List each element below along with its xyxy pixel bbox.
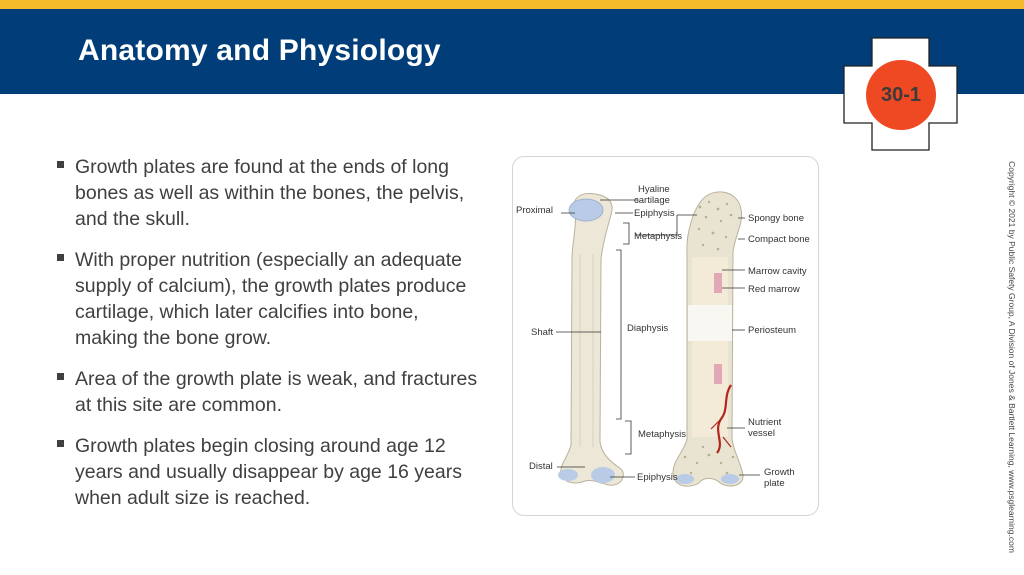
bullet-square-icon — [57, 373, 64, 380]
leader-lines — [556, 199, 760, 478]
label-proximal: Proximal — [516, 205, 553, 216]
bullet-text: Growth plates are found at the ends of l… — [75, 156, 465, 230]
whole-bone-illustration — [558, 193, 624, 486]
label-diaphysis: Diaphysis — [627, 323, 668, 334]
section-badge: 30-1 — [866, 60, 936, 130]
label-epiphysis-bottom: Epiphysis — [637, 472, 678, 483]
label-compact-bone: Compact bone — [748, 234, 810, 245]
label-growth-plate: plate — [764, 478, 785, 489]
bullet-item: Growth plates begin closing around age 1… — [57, 433, 482, 511]
label-hyaline-cartilage: Hyaline — [638, 184, 670, 195]
label-spongy-bone: Spongy bone — [748, 213, 804, 224]
label-distal: Distal — [529, 461, 553, 472]
bullet-item: Growth plates are found at the ends of l… — [57, 154, 482, 232]
label-red-marrow: Red marrow — [748, 284, 800, 295]
bullet-square-icon — [57, 254, 64, 261]
label-shaft: Shaft — [531, 327, 554, 338]
bullet-square-icon — [57, 161, 64, 168]
bullet-item: Area of the growth plate is weak, and fr… — [57, 366, 482, 418]
bullet-text: With proper nutrition (especially an ade… — [75, 249, 467, 349]
label-growth-plate: Growth — [764, 467, 795, 478]
label-nutrient-vessel: Nutrient — [748, 417, 782, 428]
label-metaphysis-bottom: Metaphysis — [638, 429, 686, 440]
label-marrow-cavity: Marrow cavity — [748, 266, 807, 277]
slide-title: Anatomy and Physiology — [78, 34, 441, 67]
label-nutrient-vessel: vessel — [748, 428, 775, 439]
bullet-text: Growth plates begin closing around age 1… — [75, 435, 462, 509]
copyright-notice: Copyright © 2021 by Public Safety Group,… — [1007, 161, 1017, 553]
accent-bar — [0, 0, 1024, 9]
bullet-item: With proper nutrition (especially an ade… — [57, 247, 482, 351]
bullet-text: Area of the growth plate is weak, and fr… — [75, 368, 478, 416]
long-bone-diagram: Hyaline cartilage Proximal Epiphysis Met… — [516, 184, 810, 489]
label-periosteum: Periosteum — [748, 325, 796, 336]
label-hyaline-cartilage: cartilage — [634, 195, 670, 206]
long-bone-figure: Hyaline cartilage Proximal Epiphysis Met… — [512, 156, 819, 516]
bullet-square-icon — [57, 440, 64, 447]
cutaway-bone-illustration — [672, 191, 744, 487]
label-epiphysis-top: Epiphysis — [634, 208, 675, 219]
bullet-list: Growth plates are found at the ends of l… — [57, 154, 482, 526]
label-metaphysis-top: Metaphysis — [634, 231, 682, 242]
